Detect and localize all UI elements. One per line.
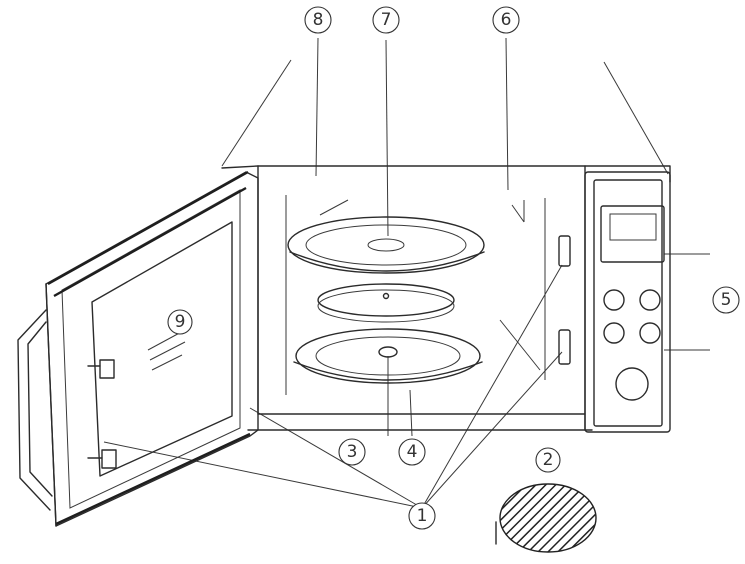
callout-9: 9 xyxy=(167,309,193,335)
turntable-base xyxy=(293,328,483,384)
svg-text:9: 9 xyxy=(175,312,186,332)
callout-1: 1 xyxy=(408,502,436,530)
callout-6: 6 xyxy=(492,6,520,34)
oven-door xyxy=(17,170,259,527)
callout-5: 5 xyxy=(712,286,740,314)
glass-tray xyxy=(287,216,485,274)
display-window xyxy=(600,205,665,263)
svg-text:6: 6 xyxy=(501,10,512,30)
svg-text:3: 3 xyxy=(347,442,358,462)
control-dial xyxy=(615,367,649,401)
svg-text:2: 2 xyxy=(543,450,554,470)
control-button xyxy=(603,322,625,344)
svg-text:5: 5 xyxy=(721,290,732,310)
control-panel xyxy=(584,171,671,433)
callout-7: 7 xyxy=(372,6,400,34)
svg-text:8: 8 xyxy=(313,10,324,30)
callout-8: 8 xyxy=(304,6,332,34)
control-button xyxy=(639,289,661,311)
callout-2: 2 xyxy=(535,447,561,473)
callout-3: 3 xyxy=(338,438,366,466)
callout-4: 4 xyxy=(398,438,426,466)
control-button xyxy=(639,322,661,344)
svg-text:1: 1 xyxy=(417,506,428,526)
svg-text:4: 4 xyxy=(407,442,418,462)
svg-text:7: 7 xyxy=(381,10,392,30)
waveguide-cover xyxy=(495,483,597,553)
door-latch-slots xyxy=(558,235,571,365)
roller-ring xyxy=(317,283,455,323)
control-button xyxy=(603,289,625,311)
